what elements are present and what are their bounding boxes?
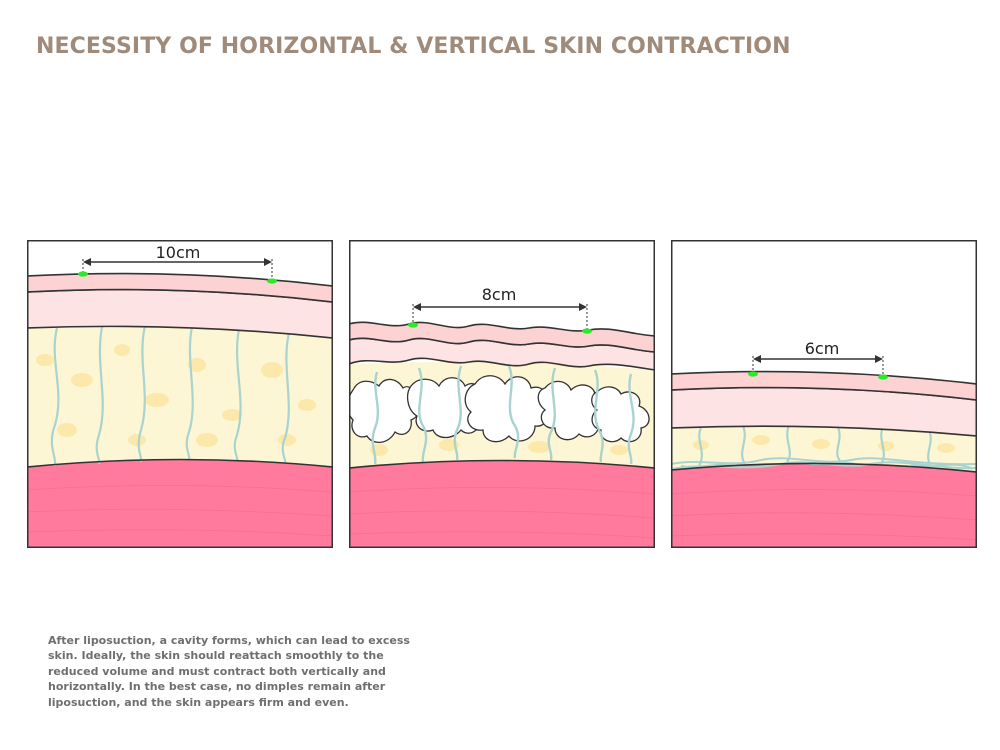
panel-contracted-illustration: 6cm	[671, 240, 977, 548]
measurement-label: 10cm	[156, 243, 201, 262]
fat-layer	[28, 326, 332, 467]
muscle-layer	[350, 460, 654, 547]
epidermis-layer	[28, 272, 332, 303]
panel-frame	[27, 240, 333, 548]
skin-marker-icon	[408, 322, 418, 328]
panel-cavity: 8cm	[349, 240, 655, 548]
muscle-layer	[672, 463, 976, 547]
muscle-layer	[28, 459, 332, 547]
measurement-label: 8cm	[482, 285, 517, 304]
septa-fibers	[50, 325, 291, 467]
page-title: NECESSITY OF HORIZONTAL & VERTICAL SKIN …	[36, 34, 791, 59]
panel-cavity-illustration: 8cm	[349, 240, 655, 548]
septa-fibers	[698, 424, 932, 467]
panel-contracted: 6cm	[671, 240, 977, 548]
skin-marker-icon	[878, 374, 888, 380]
septa-fibers	[371, 365, 635, 465]
skin-marker-icon	[582, 328, 592, 334]
panel-before: 10cm	[27, 240, 333, 548]
panel-frame	[671, 240, 977, 548]
double-arrow-icon	[412, 303, 588, 331]
epidermis-layer	[672, 370, 976, 401]
panel-frame	[349, 240, 655, 548]
epidermis-layer	[350, 321, 654, 353]
double-arrow-icon	[752, 355, 884, 377]
skin-marker-icon	[78, 271, 88, 277]
cavity-pockets	[350, 375, 650, 443]
panel-before-illustration: 10cm	[27, 240, 333, 548]
measurement-label: 6cm	[805, 339, 840, 358]
skin-marker-icon	[748, 371, 758, 377]
caption-text: After liposuction, a cavity forms, which…	[48, 634, 410, 709]
skin-marker-icon	[267, 278, 277, 284]
